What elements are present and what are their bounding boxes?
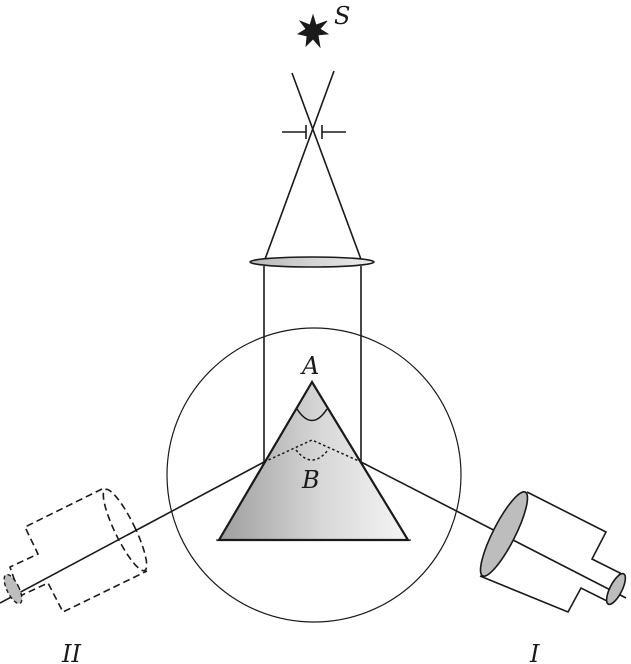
prism	[217, 379, 410, 542]
source-label: S	[334, 2, 350, 30]
parallel-beam	[263, 266, 362, 462]
telescope-1-label: I	[529, 640, 540, 664]
reflection-lines	[263, 439, 362, 463]
collimator-lens	[249, 256, 375, 268]
slit	[282, 125, 346, 139]
incident-rays	[263, 70, 363, 263]
telescope-1	[479, 491, 627, 614]
deviation-label: B	[301, 466, 320, 494]
telescope-2	[3, 488, 148, 614]
apex-label: A	[300, 352, 319, 380]
telescope-2-label: II	[61, 640, 81, 664]
apex-angle-arc	[296, 408, 328, 422]
spectrometer-table	[166, 327, 462, 623]
light-source-star	[296, 13, 330, 49]
